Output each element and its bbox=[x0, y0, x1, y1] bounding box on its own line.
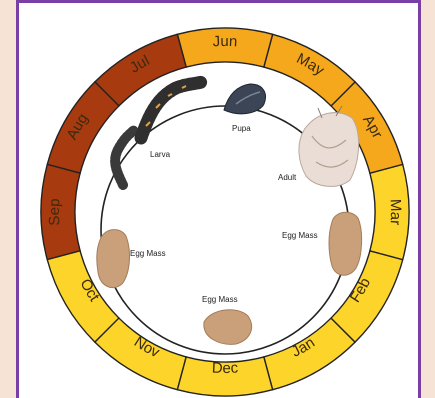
month-label-mar: Mar bbox=[387, 199, 405, 226]
egg-mass-bottom bbox=[204, 310, 252, 345]
month-label-jun: Jun bbox=[212, 33, 237, 50]
month-segment-nov bbox=[95, 318, 186, 390]
pupa-illustration bbox=[224, 84, 265, 114]
stage-label-egg-mass-left: Egg Mass bbox=[130, 249, 166, 258]
adult-moth-illustration bbox=[299, 106, 359, 186]
stage-label-egg-mass-right: Egg Mass bbox=[282, 231, 318, 240]
month-label-sep: Sep bbox=[46, 198, 64, 226]
life-cycle-diagram: JanFebMarAprMayJunJulAugSepOctNovDec Lar… bbox=[16, 0, 421, 398]
month-label-dec: Dec bbox=[211, 359, 239, 377]
stage-label-egg-mass-bottom: Egg Mass bbox=[202, 295, 238, 304]
egg-mass-left bbox=[97, 230, 130, 288]
stage-label-larva: Larva bbox=[150, 150, 171, 159]
stage-label-pupa: Pupa bbox=[232, 124, 251, 133]
stage-label-adult: Adult bbox=[278, 173, 297, 182]
egg-mass-right bbox=[329, 212, 362, 275]
